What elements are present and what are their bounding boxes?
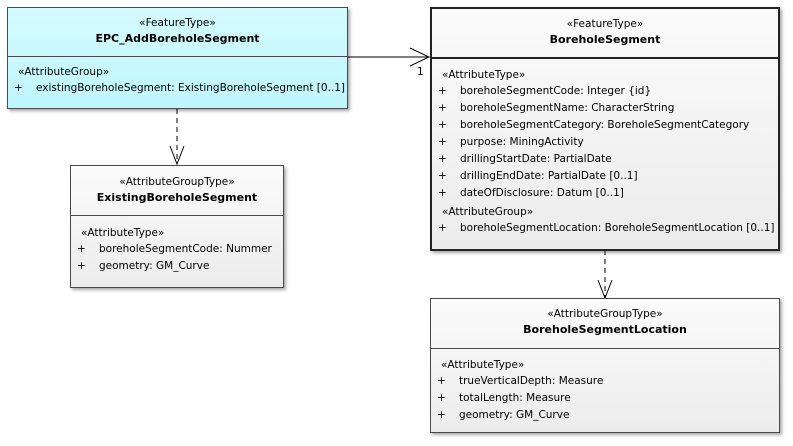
class-boreholesegment[interactable]: «FeatureType» BoreholeSegment «Attribute… [430,7,780,251]
attribute-row[interactable]: + boreholeSegmentCategory: BoreholeSegmen… [436,117,774,134]
visibility-marker: + [77,243,86,255]
visibility-marker: + [438,136,447,148]
class-name: BoreholeSegmentLocation [523,323,687,336]
visibility-marker: + [437,409,446,421]
attribute-row[interactable]: + boreholeSegmentName: CharacterString [436,100,774,117]
visibility-marker: + [438,119,447,131]
class-body: «AttributeType» + trueVerticalDepth: Meas… [431,358,779,424]
attribute-row[interactable]: + boreholeSegmentLocation: BoreholeSegmen… [436,220,774,237]
class-existingboreholesegment[interactable]: «AttributeGroupType» ExistingBoreholeSeg… [70,165,284,288]
attribute-row[interactable]: + trueVerticalDepth: Measure [435,373,775,390]
class-header: «FeatureType» EPC_AddBoreholeSegment [8,8,347,57]
attribute-row[interactable]: + geometry: GM_Curve [75,258,279,275]
visibility-marker: + [438,153,447,165]
visibility-marker: + [14,82,23,94]
attribute-row[interactable]: + purpose: MiningActivity [436,134,774,151]
attribute-row[interactable]: + existingBoreholeSegment: ExistingBoreho… [12,80,346,97]
class-body: «AttributeType» + boreholeSegmentCode: In… [432,68,778,237]
section-stereotype: «AttributeType» [81,227,165,239]
dependency-borehole-location[interactable] [597,250,613,300]
section-stereotype: «AttributeGroup» [18,66,110,78]
section-stereotype: «AttributeType» [442,69,526,81]
class-epc-addboreholesegment[interactable]: «FeatureType» EPC_AddBoreholeSegment «At… [7,7,348,109]
dependency-epc-existing[interactable] [169,109,185,166]
visibility-marker: + [437,392,446,404]
attribute-text: boreholeSegmentCode: Nummer [99,243,272,255]
class-stereotype: «AttributeGroupType» [119,176,235,188]
class-body: «AttributeType» + boreholeSegmentCode: Nu… [71,226,283,275]
attribute-text: drillingEndDate: PartialDate [0..1] [460,170,638,182]
association-epc-boreholesegment[interactable] [348,47,431,67]
visibility-marker: + [437,375,446,387]
visibility-marker: + [438,222,447,234]
attribute-row[interactable]: + drillingStartDate: PartialDate [436,151,774,168]
attribute-row[interactable]: + dateOfDisclosure: Datum [0..1] [436,185,774,202]
attribute-row[interactable]: + boreholeSegmentCode: Integer {id} [436,83,774,100]
attribute-text: purpose: MiningActivity [460,136,584,148]
visibility-marker: + [438,85,447,97]
class-header: «AttributeGroupType» ExistingBoreholeSeg… [71,166,283,216]
class-header: «AttributeGroupType» BoreholeSegmentLoca… [431,299,779,349]
attribute-text: totalLength: Measure [459,392,571,404]
attribute-text: drillingStartDate: PartialDate [460,153,612,165]
class-stereotype: «AttributeGroupType» [547,308,663,320]
class-boreholesegmentlocation[interactable]: «AttributeGroupType» BoreholeSegmentLoca… [430,298,780,433]
attribute-text: existingBoreholeSegment: ExistingBorehol… [36,82,346,94]
attribute-text: trueVerticalDepth: Measure [459,375,604,387]
attribute-text: boreholeSegmentCode: Integer {id} [460,85,652,97]
class-name: BoreholeSegment [549,33,661,46]
attribute-text: boreholeSegmentCategory: BoreholeSegment… [460,119,750,131]
attribute-text: boreholeSegmentName: CharacterString [460,102,675,114]
class-stereotype: «FeatureType» [566,18,644,30]
multiplicity-label: 1 [417,66,424,78]
visibility-marker: + [438,187,447,199]
class-stereotype: «FeatureType» [139,17,216,29]
visibility-marker: + [77,260,86,272]
attribute-row[interactable]: + drillingEndDate: PartialDate [0..1] [436,168,774,185]
class-name: EPC_AddBoreholeSegment [95,32,260,45]
attribute-text: dateOfDisclosure: Datum [0..1] [460,187,624,199]
attribute-text: geometry: GM_Curve [99,260,210,272]
attribute-text: boreholeSegmentLocation: BoreholeSegment… [460,222,775,234]
class-header: «FeatureType» BoreholeSegment [432,9,778,59]
attribute-row[interactable]: + boreholeSegmentCode: Nummer [75,241,279,258]
visibility-marker: + [438,170,447,182]
visibility-marker: + [438,102,447,114]
class-body: «AttributeGroup» + existingBoreholeSegmen… [8,65,347,97]
attribute-row[interactable]: + geometry: GM_Curve [435,407,775,424]
attribute-row[interactable]: + totalLength: Measure [435,390,775,407]
section-stereotype: «AttributeType» [441,359,525,371]
section-stereotype: «AttributeGroup» [442,206,534,218]
attribute-text: geometry: GM_Curve [459,409,570,421]
class-name: ExistingBoreholeSegment [96,191,258,204]
